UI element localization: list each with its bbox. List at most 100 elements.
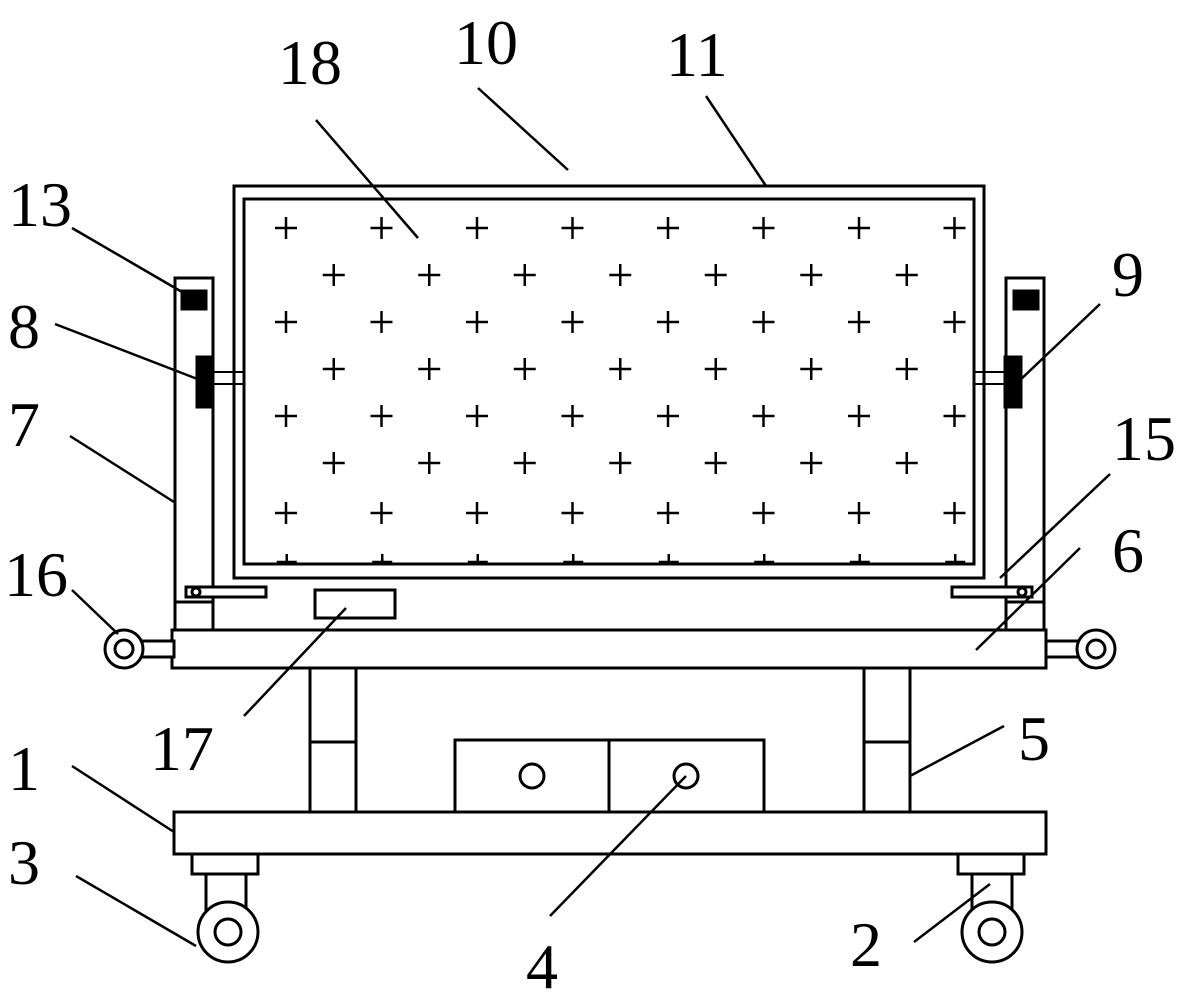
plus-mark: [657, 405, 679, 427]
plus-mark: [895, 358, 918, 380]
leader-13: [71, 226, 183, 294]
leader-10: [477, 87, 569, 171]
plus-mark: [848, 502, 870, 524]
plus-mark: [752, 405, 775, 427]
leader-15: [999, 473, 1111, 579]
plus-mark: [513, 358, 536, 380]
plus-mark: [848, 217, 870, 239]
left-handle: [103, 628, 176, 670]
left-leg: [308, 666, 358, 814]
plus-mark: [513, 452, 536, 474]
plus-mark: [752, 311, 775, 333]
plus-mark: [752, 217, 775, 239]
plus-mark: [895, 264, 918, 286]
plus-mark: [609, 358, 632, 380]
left-sensor-block: [180, 289, 208, 311]
leader-5: [909, 724, 1005, 778]
left-bracket: [184, 585, 268, 599]
label-11: 11: [666, 19, 728, 90]
right-bracket: [950, 585, 1034, 599]
board-inner-panel: [242, 197, 976, 566]
leader-11: [704, 95, 768, 187]
leader-16: [71, 589, 119, 635]
plus-mark: [658, 554, 679, 564]
plus-mark: [800, 358, 823, 380]
drawers: [453, 738, 766, 814]
board-outer-frame: [232, 184, 986, 580]
label-10: 10: [454, 7, 518, 78]
base-plate: [172, 810, 1048, 856]
left-pivot-knob: [195, 355, 244, 409]
leader-9: [1017, 303, 1101, 383]
label-8: 8: [8, 291, 40, 362]
label-13: 13: [8, 169, 72, 240]
label-3: 3: [8, 827, 40, 898]
plus-mark: [467, 554, 488, 564]
label-1: 1: [8, 733, 40, 804]
plus-mark: [848, 311, 870, 333]
plus-mark: [418, 452, 441, 474]
plus-mark: [848, 405, 870, 427]
plus-mark: [322, 264, 345, 286]
leader-8: [54, 322, 201, 382]
plus-mark: [754, 554, 775, 564]
right-post: [1004, 276, 1046, 632]
right-pivot-knob: [974, 355, 1023, 409]
plus-mark: [561, 217, 584, 239]
plus-mark: [704, 264, 727, 286]
plus-mark: [418, 264, 441, 286]
plus-mark: [275, 217, 297, 239]
plus-mark: [752, 502, 775, 524]
plus-mark: [466, 217, 488, 239]
plus-mark: [275, 311, 297, 333]
plus-mark: [276, 554, 297, 564]
leader-3: [75, 874, 197, 948]
leader-1: [71, 764, 175, 834]
plus-mark: [370, 405, 393, 427]
leader-4: [549, 775, 687, 917]
plus-mark: [418, 358, 441, 380]
plus-mark: [466, 311, 488, 333]
plus-mark: [275, 405, 297, 427]
plus-mark: [849, 554, 870, 564]
plus-mark: [372, 554, 393, 564]
plus-mark: [370, 311, 393, 333]
plus-mark: [609, 452, 632, 474]
plus-mark: [466, 502, 488, 524]
leader-lines: [54, 87, 1111, 948]
panel-plus-pattern: [275, 217, 966, 564]
left-wheel-assembly: [190, 852, 260, 964]
reference-numerals: 18 10 11 13 8 7 16 9 15 6 17 5 1 3 4 2: [4, 7, 1176, 992]
plus-mark: [561, 311, 584, 333]
plus-mark: [800, 264, 823, 286]
right-sensor-block: [1012, 289, 1040, 311]
right-handle: [1044, 628, 1117, 670]
label-2: 2: [850, 909, 882, 980]
control-box: [313, 588, 397, 620]
plus-mark: [609, 264, 632, 286]
leader-6: [975, 547, 1081, 651]
label-7: 7: [8, 389, 40, 460]
upper-platform: [170, 628, 1048, 670]
label-4: 4: [526, 931, 558, 992]
plus-mark: [657, 217, 679, 239]
plus-mark: [322, 452, 345, 474]
plus-mark: [943, 405, 966, 427]
plus-mark: [943, 311, 966, 333]
plus-mark: [945, 554, 966, 564]
label-6: 6: [1112, 515, 1144, 586]
plus-mark: [943, 217, 966, 239]
plus-mark: [370, 217, 393, 239]
right-wheel-assembly: [956, 852, 1026, 964]
leader-18: [315, 119, 419, 239]
plus-mark: [466, 405, 488, 427]
right-leg: [862, 666, 912, 814]
left-post: [173, 276, 215, 632]
plus-mark: [563, 554, 584, 564]
plus-mark: [322, 358, 345, 380]
leader-17: [243, 607, 347, 717]
plus-mark: [800, 452, 823, 474]
plus-mark: [657, 502, 679, 524]
plus-mark: [370, 502, 393, 524]
